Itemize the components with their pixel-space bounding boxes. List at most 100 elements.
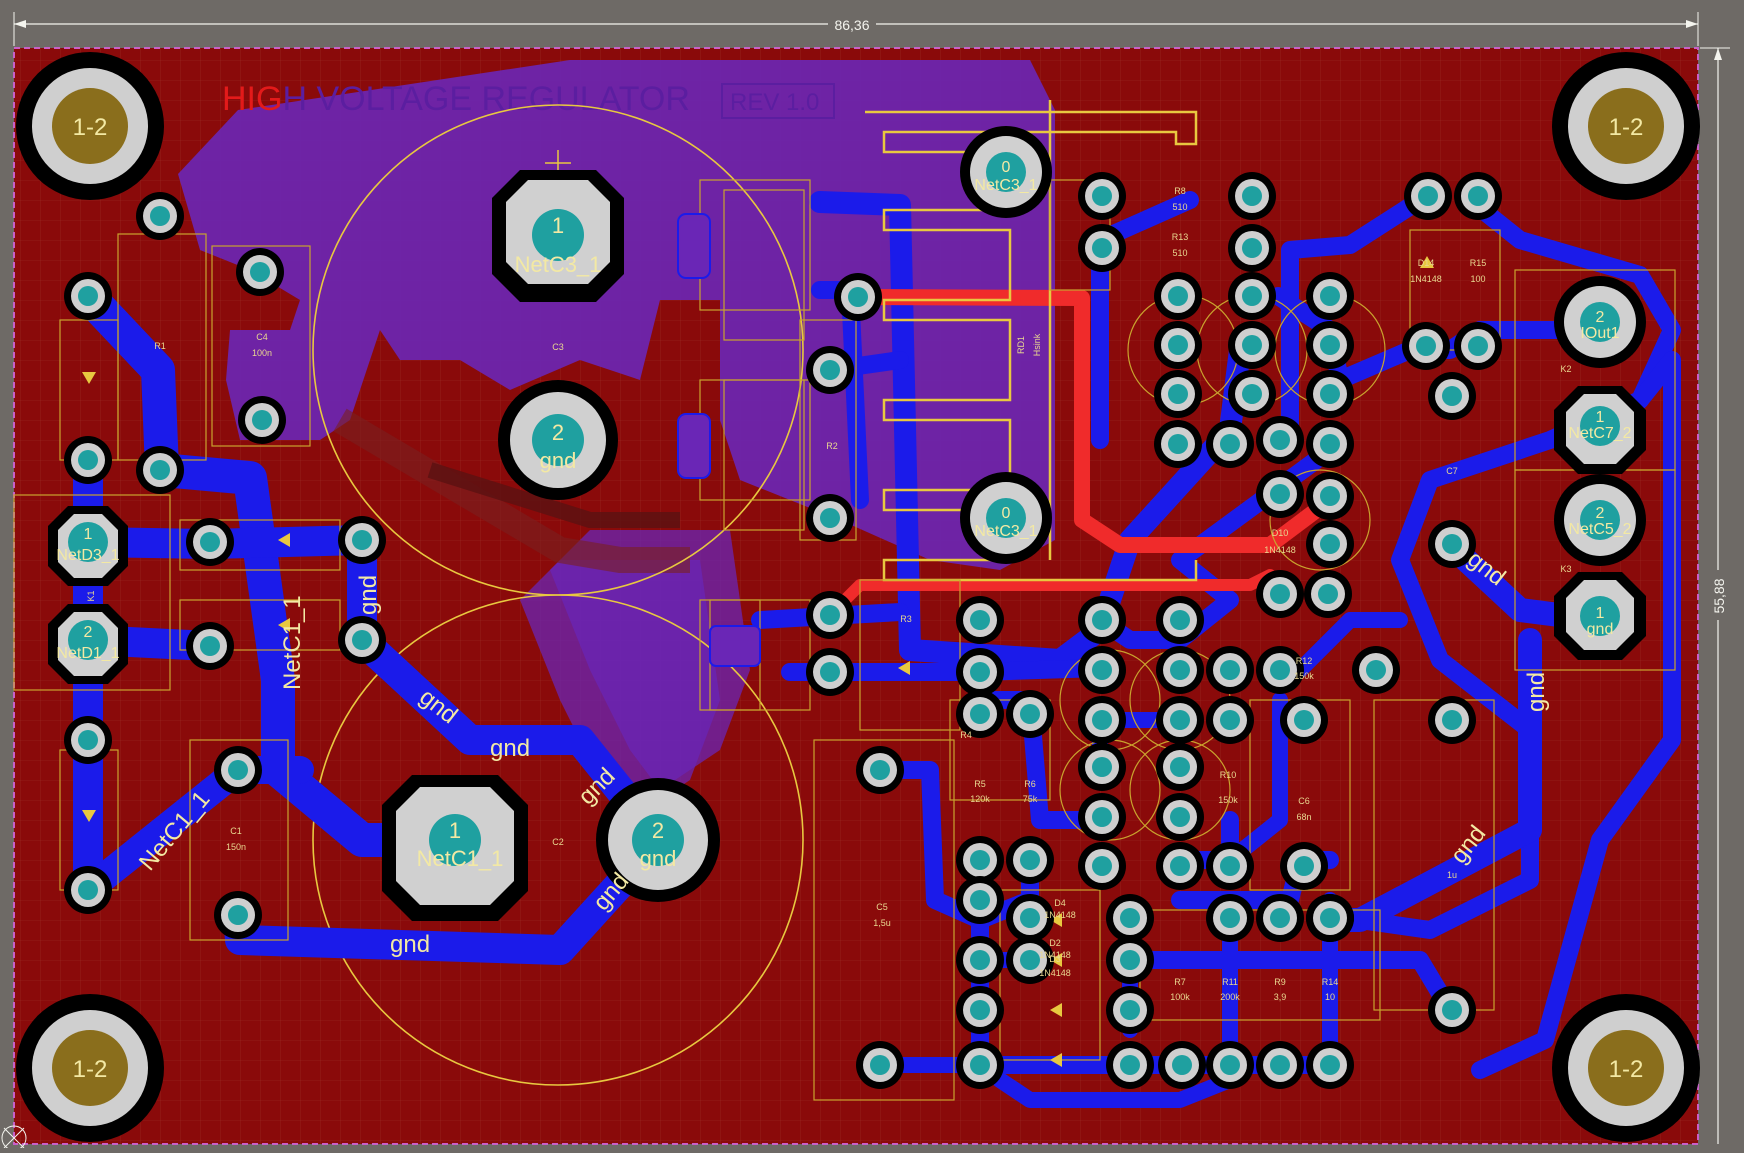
through-hole-pad[interactable]	[186, 622, 234, 670]
through-hole-pad[interactable]	[1206, 894, 1254, 942]
through-hole-pad[interactable]	[1306, 370, 1354, 418]
through-hole-pad[interactable]	[1428, 520, 1476, 568]
through-hole-pad[interactable]	[956, 876, 1004, 924]
pad-d3-1[interactable]: 1 NetD3_1	[48, 506, 128, 586]
mounting-hole-bl[interactable]: 1-2	[16, 994, 164, 1142]
through-hole-pad[interactable]	[806, 494, 854, 542]
through-hole-pad[interactable]	[1256, 646, 1304, 694]
through-hole-pad[interactable]	[956, 648, 1004, 696]
through-hole-pad[interactable]	[1454, 322, 1502, 370]
through-hole-pad[interactable]	[856, 746, 904, 794]
through-hole-pad[interactable]	[956, 936, 1004, 984]
through-hole-pad[interactable]	[1206, 646, 1254, 694]
through-hole-pad[interactable]	[1206, 696, 1254, 744]
through-hole-pad[interactable]	[1078, 172, 1126, 220]
through-hole-pad[interactable]	[338, 616, 386, 664]
through-hole-pad[interactable]	[1454, 172, 1502, 220]
through-hole-pad[interactable]	[1078, 842, 1126, 890]
through-hole-pad[interactable]	[1078, 793, 1126, 841]
through-hole-pad[interactable]	[1006, 894, 1054, 942]
through-hole-pad[interactable]	[1306, 272, 1354, 320]
pad-iout1[interactable]: 2 IOut1	[1554, 276, 1646, 368]
through-hole-pad[interactable]	[1106, 894, 1154, 942]
pad-d1-1[interactable]: 2 NetD1_1	[48, 604, 128, 684]
through-hole-pad[interactable]	[1158, 1041, 1206, 1089]
mounting-hole-tr[interactable]: 1-2	[1552, 52, 1700, 200]
through-hole-pad[interactable]	[1306, 321, 1354, 369]
through-hole-pad[interactable]	[806, 346, 854, 394]
through-hole-pad[interactable]	[1428, 696, 1476, 744]
through-hole-pad[interactable]	[1156, 696, 1204, 744]
through-hole-pad[interactable]	[1306, 472, 1354, 520]
through-hole-pad[interactable]	[956, 690, 1004, 738]
through-hole-pad[interactable]	[214, 891, 262, 939]
pad-netc5-2[interactable]: 2 NetC5_2	[1554, 474, 1646, 566]
pad-c3-1[interactable]: 1 NetC3_1	[492, 170, 624, 302]
pad-q1-bottom[interactable]: 0 NetC3_1	[960, 472, 1052, 564]
through-hole-pad[interactable]	[1156, 842, 1204, 890]
through-hole-pad[interactable]	[1154, 420, 1202, 468]
through-hole-pad[interactable]	[64, 436, 112, 484]
mounting-hole-tl[interactable]: 1-2	[16, 52, 164, 200]
pad-c1-1[interactable]: 1 NetC1_1	[382, 775, 528, 921]
pad-netc7-2[interactable]: 1 NetC7_2	[1554, 386, 1646, 474]
through-hole-pad[interactable]	[1206, 420, 1254, 468]
through-hole-pad[interactable]	[136, 446, 184, 494]
through-hole-pad[interactable]	[1078, 596, 1126, 644]
through-hole-pad[interactable]	[136, 192, 184, 240]
mounting-hole-br[interactable]: 1-2	[1552, 994, 1700, 1142]
through-hole-pad[interactable]	[236, 248, 284, 296]
through-hole-pad[interactable]	[1154, 370, 1202, 418]
through-hole-pad[interactable]	[1256, 416, 1304, 464]
through-hole-pad[interactable]	[186, 518, 234, 566]
through-hole-pad[interactable]	[1106, 936, 1154, 984]
pad-q1-top[interactable]: 0 NetC3_1	[960, 126, 1052, 218]
through-hole-pad[interactable]	[1402, 322, 1450, 370]
through-hole-pad[interactable]	[1106, 1041, 1154, 1089]
through-hole-pad[interactable]	[1228, 172, 1276, 220]
through-hole-pad[interactable]	[1156, 793, 1204, 841]
pad-k3-gnd[interactable]: 1 gnd	[1554, 572, 1646, 660]
through-hole-pad[interactable]	[1156, 596, 1204, 644]
through-hole-pad[interactable]	[1154, 321, 1202, 369]
through-hole-pad[interactable]	[1280, 696, 1328, 744]
pad-c1-2[interactable]: 2 gnd	[596, 778, 720, 902]
through-hole-pad[interactable]	[1306, 1041, 1354, 1089]
through-hole-pad[interactable]	[1306, 520, 1354, 568]
through-hole-pad[interactable]	[1256, 470, 1304, 518]
through-hole-pad[interactable]	[1078, 224, 1126, 272]
through-hole-pad[interactable]	[1306, 894, 1354, 942]
through-hole-pad[interactable]	[1006, 936, 1054, 984]
through-hole-pad[interactable]	[956, 596, 1004, 644]
through-hole-pad[interactable]	[1428, 986, 1476, 1034]
through-hole-pad[interactable]	[338, 516, 386, 564]
through-hole-pad[interactable]	[806, 648, 854, 696]
through-hole-pad[interactable]	[956, 1041, 1004, 1089]
through-hole-pad[interactable]	[1352, 646, 1400, 694]
pad-c3-2[interactable]: 2 gnd	[498, 380, 618, 500]
through-hole-pad[interactable]	[1206, 1041, 1254, 1089]
through-hole-pad[interactable]	[856, 1041, 904, 1089]
through-hole-pad[interactable]	[1078, 696, 1126, 744]
through-hole-pad[interactable]	[64, 866, 112, 914]
through-hole-pad[interactable]	[1228, 224, 1276, 272]
through-hole-pad[interactable]	[1404, 172, 1452, 220]
through-hole-pad[interactable]	[1228, 272, 1276, 320]
through-hole-pad[interactable]	[1154, 272, 1202, 320]
through-hole-pad[interactable]	[64, 272, 112, 320]
through-hole-pad[interactable]	[1156, 743, 1204, 791]
through-hole-pad[interactable]	[1006, 690, 1054, 738]
through-hole-pad[interactable]	[1306, 420, 1354, 468]
through-hole-pad[interactable]	[214, 746, 262, 794]
through-hole-pad[interactable]	[1106, 986, 1154, 1034]
through-hole-pad[interactable]	[1156, 646, 1204, 694]
through-hole-pad[interactable]	[834, 273, 882, 321]
through-hole-pad[interactable]	[1078, 646, 1126, 694]
through-hole-pad[interactable]	[956, 836, 1004, 884]
through-hole-pad[interactable]	[1206, 842, 1254, 890]
through-hole-pad[interactable]	[1006, 836, 1054, 884]
through-hole-pad[interactable]	[956, 986, 1004, 1034]
through-hole-pad[interactable]	[1256, 570, 1304, 618]
through-hole-pad[interactable]	[1256, 1041, 1304, 1089]
